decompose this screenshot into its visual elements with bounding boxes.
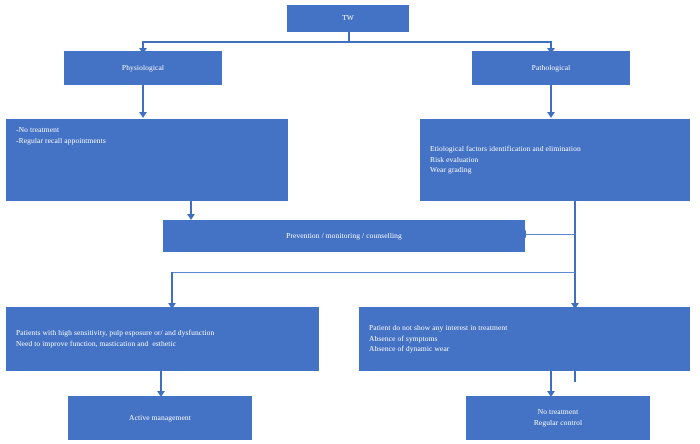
node-prevention-label: Prevention / monitoring / counselling xyxy=(286,230,402,240)
node-pathological-actions[interactable]: Etiological factors identification and e… xyxy=(420,119,690,201)
pathological-action-line-2: Risk evaluation xyxy=(430,154,479,164)
connector-pathological-to-actions xyxy=(550,84,552,114)
connector-actions-to-prevention xyxy=(190,200,192,216)
node-tw-label: TW xyxy=(342,13,354,23)
connector-branch-bar xyxy=(172,272,575,273)
node-physiological-actions[interactable]: -No treatment -Regular recall appointmen… xyxy=(6,119,288,201)
arrowhead-physiological-actions xyxy=(139,112,147,118)
node-pathological-label: Pathological xyxy=(531,62,571,72)
connector-criteria-to-no-treatment xyxy=(550,370,552,394)
arrowhead-no-treatment xyxy=(547,391,555,397)
node-physiological[interactable]: Physiological xyxy=(64,51,222,85)
connector-criteria-to-active-management xyxy=(160,370,162,394)
node-pathological[interactable]: Pathological xyxy=(472,51,630,85)
passive-criteria-line-3: Absence of dynamic wear xyxy=(369,344,450,354)
node-passive-criteria[interactable]: Patient do not show any interest in trea… xyxy=(359,307,690,371)
arrowhead-passive-criteria xyxy=(571,303,579,309)
arrowhead-pathological-actions xyxy=(547,112,555,118)
connector-physiological-to-actions xyxy=(142,84,144,114)
connector-split-bar xyxy=(143,41,552,43)
passive-criteria-line-1: Patient do not show any interest in trea… xyxy=(369,322,508,332)
arrowhead-active-management xyxy=(157,391,165,397)
node-physiological-label: Physiological xyxy=(121,62,165,72)
physiological-action-line-1: -No treatment xyxy=(16,125,60,134)
node-prevention[interactable]: Prevention / monitoring / counselling xyxy=(163,220,525,252)
no-treatment-line-1: No treatment xyxy=(537,407,579,417)
physiological-action-line-2: -Regular recall appointments xyxy=(16,135,106,145)
connector-branch-to-active-criteria xyxy=(171,272,173,306)
no-treatment-line-2: Regular control xyxy=(533,418,583,427)
arrowhead-prevention xyxy=(187,214,195,220)
pathological-action-line-1: Etiological factors identification and e… xyxy=(430,143,581,153)
passive-criteria-line-2: Absence of symptoms xyxy=(369,333,438,343)
connector-split-to-pathological xyxy=(550,41,552,51)
active-criteria-line-2: Need to improve function, mastication an… xyxy=(16,339,177,348)
active-criteria-line-1: Patients with high sensitivity, pulp esp… xyxy=(16,328,215,338)
node-tw[interactable]: TW xyxy=(287,5,409,32)
connector-pathological-trunk xyxy=(574,200,576,382)
connector-trunk-to-prevention xyxy=(525,234,575,235)
arrowhead-active-criteria xyxy=(168,303,176,309)
node-active-criteria[interactable]: Patients with high sensitivity, pulp esp… xyxy=(6,307,319,371)
connector-split-to-physiological xyxy=(142,41,144,51)
node-active-management-label: Active management xyxy=(129,412,191,422)
connector-root-to-split xyxy=(348,31,350,42)
node-active-management[interactable]: Active management xyxy=(68,396,252,440)
pathological-action-line-3: Wear grading xyxy=(430,165,472,175)
node-no-treatment[interactable]: No treatment Regular control xyxy=(466,396,650,440)
